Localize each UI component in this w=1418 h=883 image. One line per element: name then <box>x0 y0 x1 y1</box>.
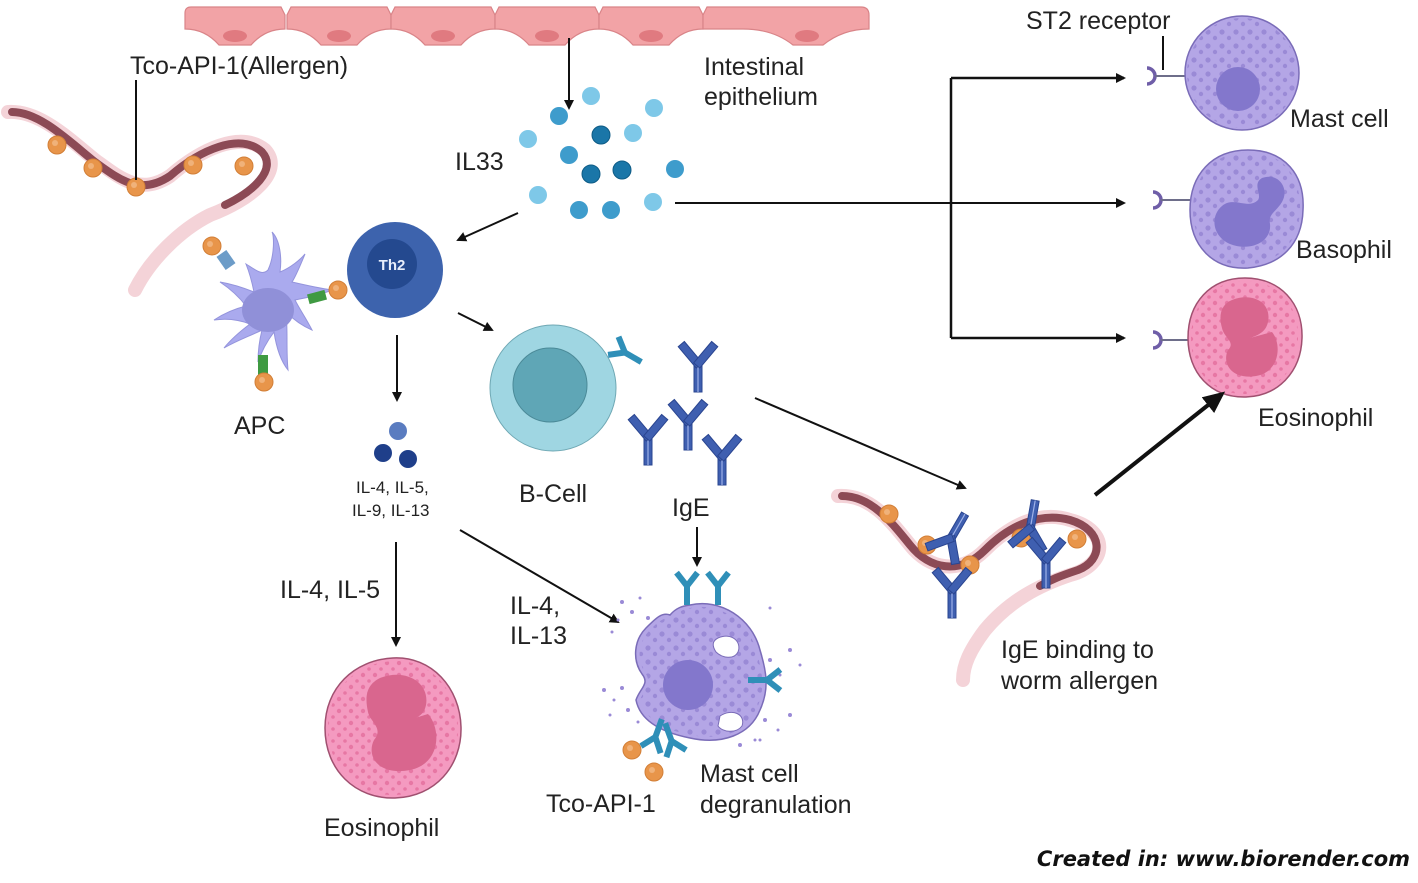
eosinophil-right <box>1151 277 1303 398</box>
st2-receptor-icon <box>1151 330 1163 350</box>
allergen-particle <box>328 280 348 300</box>
ige-binding-label-line2: worm allergen <box>1000 667 1158 695</box>
mast-cell-top <box>1145 15 1300 131</box>
bound-ige-icon <box>674 570 700 605</box>
allergen-label: Tco-API-1(Allergen) <box>130 52 348 80</box>
il4-il5-label: IL-4, IL-5 <box>280 576 380 604</box>
allergen-particle <box>202 236 222 256</box>
mast-cell-label: Mast cell <box>1290 105 1389 133</box>
mhc-icon <box>307 289 327 305</box>
epithelium-label: Intestinal <box>704 53 804 81</box>
arrow-worm-to-eosinophil <box>1093 391 1226 497</box>
eosinophil-bottom <box>324 657 462 799</box>
bound-ige-icon <box>931 566 973 619</box>
allergen-particle <box>622 740 642 760</box>
il4-il13-label-line2: IL-13 <box>510 622 567 650</box>
ige-antibodies <box>627 340 743 486</box>
released-granules <box>602 596 802 747</box>
st2-receptor-icon <box>1145 66 1157 86</box>
allergen-particle <box>234 156 254 176</box>
th2-cytokines <box>374 422 417 468</box>
st2-receptor-icon <box>1151 190 1163 210</box>
ige-antibody-icon <box>627 413 669 466</box>
ige-binding-label: IgE binding to <box>1001 636 1154 664</box>
basophil-cell <box>1151 149 1304 269</box>
allergen-particle <box>83 158 103 178</box>
cytokines-label-line2: IL-9, IL-13 <box>352 501 430 520</box>
intestinal-epithelium <box>184 6 870 46</box>
allergen-particle <box>644 762 664 782</box>
allergen-particle <box>879 504 899 524</box>
degranulating-mast-cell <box>602 570 802 782</box>
biorender-credit: Created in: www.biorender.com <box>1037 847 1410 871</box>
worm-ige-binding <box>831 488 1107 687</box>
ige-antibody-icon <box>667 398 709 451</box>
arrow-il33-to-th2 <box>456 212 519 242</box>
th2-cell: Th2 <box>347 222 443 318</box>
receptor-icon <box>216 250 236 270</box>
degranulation-label-line2: degranulation <box>700 791 852 819</box>
arrow-ige-to-worm <box>754 397 967 490</box>
epithelial-cell <box>494 6 600 46</box>
arrow-cytokines-to-mast-cell <box>459 529 620 624</box>
epithelial-cell <box>702 6 870 46</box>
cytokines-label: IL-4, IL-5, <box>356 478 429 497</box>
ige-antibody-icon <box>701 433 743 486</box>
apc-cell <box>202 231 348 392</box>
th2-label: Th2 <box>379 257 406 274</box>
b-cell-label: B-Cell <box>519 480 587 508</box>
worm-allergen-source <box>1 104 278 297</box>
allergen-particle <box>1067 529 1087 549</box>
degranulation-label: Mast cell <box>700 760 799 788</box>
epithelial-cell <box>598 6 704 46</box>
eosinophil-right-label: Eosinophil <box>1258 404 1373 432</box>
epithelial-cell <box>286 6 392 46</box>
basophil-label: Basophil <box>1296 236 1392 264</box>
allergen-particle <box>254 372 274 392</box>
allergen-particle <box>47 135 67 155</box>
mhc-icon <box>258 355 268 375</box>
il33-cytokines <box>519 87 684 219</box>
epithelium-label-line2: epithelium <box>704 83 818 111</box>
ige-label: IgE <box>672 494 710 522</box>
allergen-particle <box>183 155 203 175</box>
il4-il13-label: IL-4, <box>510 592 560 620</box>
allergen-particle <box>126 177 146 197</box>
epithelial-cell <box>184 6 286 46</box>
il33-label: IL33 <box>455 148 504 176</box>
arrow-th2-to-bcell <box>457 312 494 331</box>
il33-distribution-arrows <box>675 73 1126 343</box>
eosinophil-bottom-label: Eosinophil <box>324 814 439 842</box>
apc-label: APC <box>234 412 285 440</box>
bound-ige-icon <box>705 570 731 605</box>
b-cell <box>489 324 648 452</box>
tco-api1-label: Tco-API-1 <box>546 790 656 818</box>
st2-receptor-label: ST2 receptor <box>1026 7 1171 35</box>
epithelial-cell <box>390 6 496 46</box>
ige-antibody-icon <box>677 340 719 393</box>
